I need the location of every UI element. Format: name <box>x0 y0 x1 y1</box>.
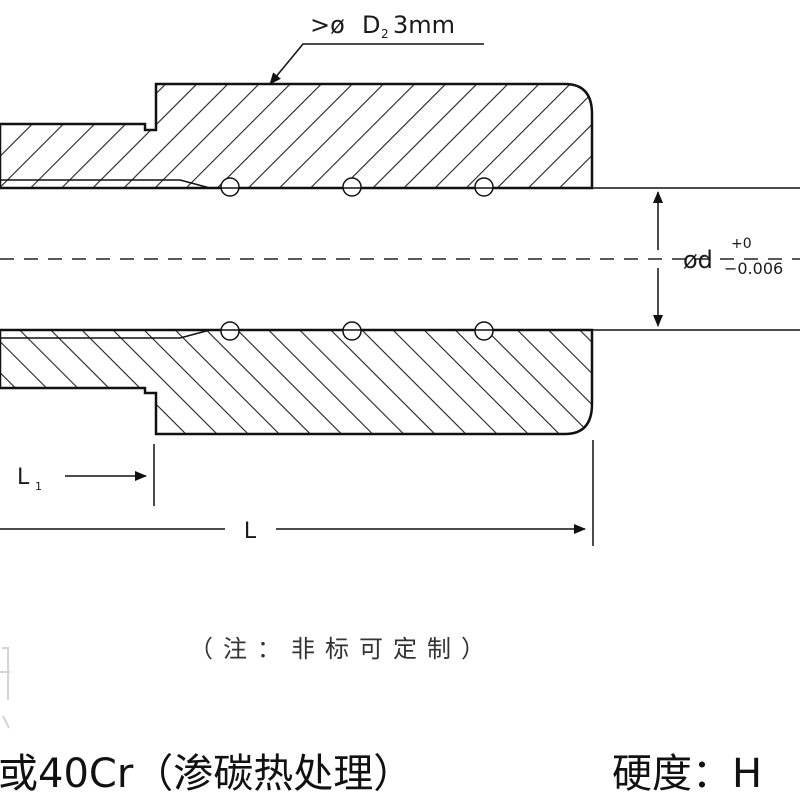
oil-groove-upper-3 <box>474 177 494 197</box>
watermark-fragment <box>0 647 10 729</box>
bore-upper-tolerance: +0 <box>731 236 752 252</box>
oil-groove-lower-1 <box>220 321 240 341</box>
d2-callout-letter: D <box>362 11 380 39</box>
hardness-spec: 硬度：H <box>612 751 762 797</box>
bore-lower-tolerance: −0.006 <box>724 259 783 278</box>
bore-diameter-label: ød <box>683 246 713 274</box>
d2-callout-value: 3mm <box>393 11 455 39</box>
l-dimension: L <box>0 519 586 544</box>
d2-callout: >ø D 2 3mm <box>269 11 484 85</box>
oil-groove-upper-2 <box>342 177 362 197</box>
d2-callout-subscript: 2 <box>381 27 389 41</box>
bore-diameter-dimension: ød +0 −0.006 <box>653 191 783 327</box>
oil-groove-upper-1 <box>220 177 240 197</box>
material-spec: 或40Cr（渗碳热处理） <box>0 751 413 797</box>
upper-wall-section <box>0 82 594 197</box>
l1-letter: L <box>17 465 30 490</box>
custom-note: （注：非标可定制） <box>189 635 495 663</box>
lower-wall-section <box>0 321 594 436</box>
l1-dimension: L 1 <box>17 465 147 493</box>
l1-subscript: 1 <box>35 480 42 493</box>
l-label: L <box>244 519 257 544</box>
d2-callout-symbol: >ø <box>310 11 345 39</box>
oil-groove-lower-2 <box>342 321 362 341</box>
oil-groove-lower-3 <box>474 321 494 341</box>
